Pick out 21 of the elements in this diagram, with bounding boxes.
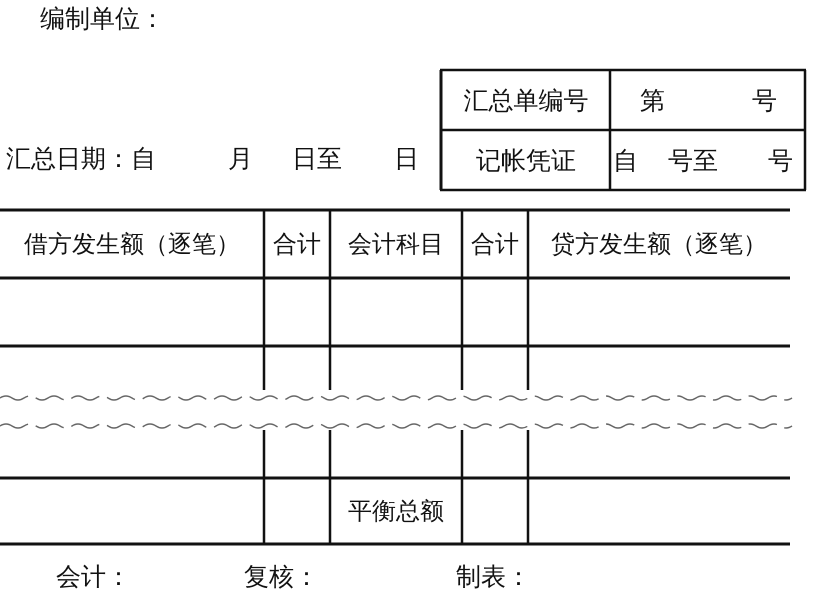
table-cell-text: 号 — [768, 148, 793, 172]
column-header: 合计 — [471, 232, 519, 256]
table-cell-text: 平衡总额 — [348, 499, 444, 523]
column-header: 会计科目 — [348, 232, 444, 256]
column-header: 合计 — [273, 232, 321, 256]
table-cell-text: 号至 — [668, 148, 718, 172]
date-range-label: 日至 — [292, 146, 342, 170]
signature-label: 制表： — [456, 564, 531, 588]
table-cell-text: 自 — [613, 148, 638, 172]
column-header: 借方发生额（逐笔） — [24, 232, 240, 256]
date-range-label: 日 — [394, 146, 419, 170]
signature-label: 复核： — [244, 564, 319, 588]
table-cell-text: 第 — [640, 88, 665, 112]
table-header: 记帐凭证 — [476, 148, 576, 172]
signature-label: 会计： — [56, 564, 131, 588]
column-header: 贷方发生额（逐笔） — [551, 232, 767, 256]
table-header: 汇总单编号 — [464, 88, 588, 112]
table-cell-text: 号 — [752, 88, 777, 112]
date-range-label: 月 — [228, 146, 253, 170]
date-range-label: 汇总日期：自 — [6, 146, 156, 170]
form-field-label: 编制单位： — [40, 6, 165, 30]
